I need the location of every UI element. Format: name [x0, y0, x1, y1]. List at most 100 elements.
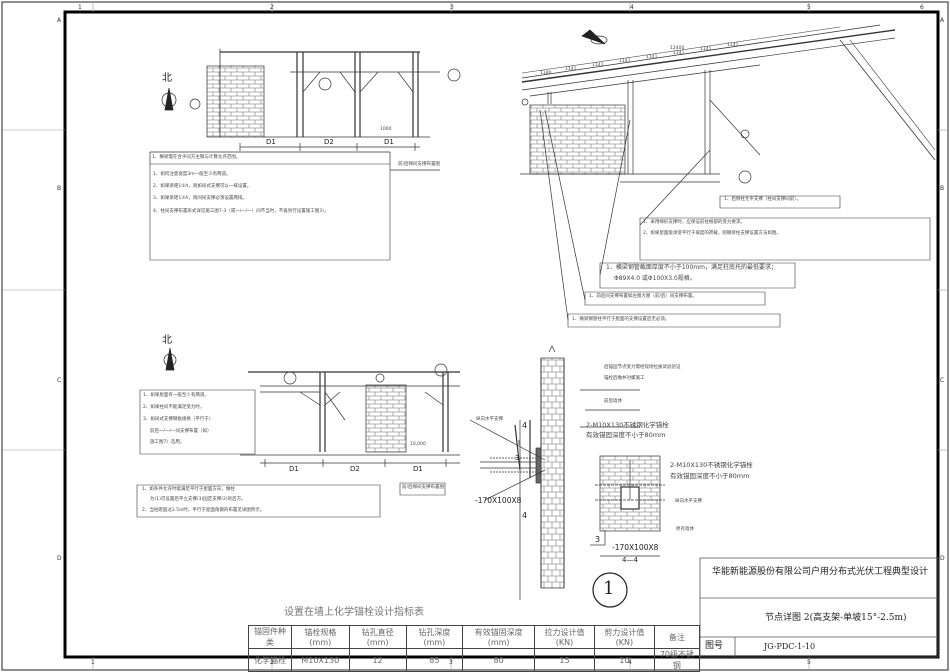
dim-row: 1141: [727, 43, 739, 48]
drawing-no-label: 图号: [705, 641, 724, 651]
dim-d2: D2: [324, 138, 334, 146]
table-cell: 12: [348, 648, 407, 672]
note-c: 为(1)可设置后平立支撑(3)固定支撑(2)的后方。: [150, 497, 246, 502]
note-c: 3、如间式支撑钢板规格（平行于）: [143, 417, 214, 422]
row-label: A: [940, 17, 945, 24]
marker-4: 4: [522, 421, 528, 430]
note-c: 1、如果屋面有一般至少有两道。: [143, 393, 209, 398]
company-title: 华能新能源股份有限公司户用分布式光伏工程典型设计: [712, 567, 929, 577]
dim-row: 1141: [619, 59, 631, 64]
table-cell: 15: [534, 648, 595, 672]
brace-label: 纵向水平支撑: [476, 417, 503, 422]
note-a: 4、柱间支撑布置形式详见施工图7-3（或一/一/一）间不当时，不再另行设置施工图…: [153, 209, 329, 214]
dim-d2: D2: [350, 465, 360, 473]
note-b: 1、前后间支撑布置如左图大图（前/后）间支撑布置。: [589, 294, 697, 299]
detail-tag-circle: [592, 572, 628, 608]
bolt-spec-2: 2-M10X130不锈钢化学锚栓: [670, 461, 753, 469]
dim-mid: 10,000: [410, 442, 426, 447]
table-header: 有效锚固深度(mm): [462, 625, 535, 649]
bolt-spec: 2-M10X130不锈钢化学锚栓: [586, 421, 669, 429]
table-header: 剪力设计值(KN): [593, 625, 655, 649]
dim-d1: D1: [289, 465, 299, 473]
dim-row: 1141: [700, 47, 712, 52]
dim-d1: D1: [413, 465, 423, 473]
dim-row: 1180: [540, 71, 552, 76]
sub-caption-c: 前/后梯间支撑布置图: [402, 485, 445, 490]
note-c: 2、当柱距超过2.5m时，平行于屋面角钢的布置见详图所示。: [142, 508, 265, 513]
col-label: 1: [91, 659, 95, 666]
note-a: 1、横梁需在合乎间方主钢与计算允许范围。: [152, 155, 241, 160]
note-d: 后锚固节点受力需经现场拉拔试验验证: [604, 365, 681, 370]
compass-a: [161, 87, 177, 111]
row-label: C: [940, 377, 945, 384]
row-label: B: [940, 185, 945, 192]
plate-spec-2: -170X100X8: [612, 543, 659, 552]
north-label: 北: [162, 73, 172, 84]
table-cell: 10: [593, 648, 655, 672]
detail-a-elevation: [149, 49, 461, 261]
table-header: 备注: [653, 625, 701, 649]
note-b: 1、采用梯形支撑时，应保证前柱根部的受力要求。: [643, 220, 745, 225]
sub-caption-a: 前/后梯间支撑布置图: [398, 162, 441, 167]
detail-tag-number: 1: [603, 578, 615, 599]
bolt-table: 锚固件种类 锚栓规格(mm) 钻孔直径(mm) 钻孔深度(mm) 有效锚固深度(…: [248, 625, 701, 672]
col-label: 4: [630, 4, 634, 11]
drawing-no-value: JG-PDC-1-10: [764, 642, 816, 651]
row-label: D: [940, 555, 945, 562]
note-b: 1、横梁钢管截面厚度不小于100mm，满足柱底托的最低要求；: [606, 264, 777, 271]
note-b: Φ89X4.0 或Φ100X3.0规格。: [614, 275, 696, 282]
bolt-note-2: 有效锚固深度不小于80mm: [670, 472, 750, 480]
brace-label-2: 纵向水平支撑: [675, 499, 702, 504]
row-label: C: [57, 377, 62, 384]
number-3: 3: [595, 535, 601, 544]
table-header: 钻孔直径(mm): [348, 625, 407, 649]
dim-d1: D1: [266, 138, 276, 146]
col-label: 1: [78, 4, 82, 11]
table-header: 钻孔深度(mm): [405, 625, 464, 649]
dim-d1: D1: [384, 138, 394, 146]
detail-b-elevation: [520, 24, 936, 328]
note-a: 1、如何注意宽度3m一般至少有两道。: [153, 172, 231, 177]
table-row: 化学锚栓 M10X130 12 85 80 15 10 70级不锈钢: [248, 648, 701, 672]
row-label: A: [57, 17, 62, 24]
row-label: B: [57, 185, 62, 192]
table-header: 锚固件种类: [248, 625, 292, 649]
plate-spec: -170X100X8: [475, 496, 522, 505]
north-label: 北: [162, 335, 172, 346]
detail-d-wall-section: [469, 345, 665, 600]
dim-row: 1141: [592, 63, 604, 68]
col-label: 6: [920, 4, 924, 11]
dim-row: 1141: [646, 55, 658, 60]
compass-c: [163, 347, 177, 371]
callout-wall: 前后墙体: [604, 399, 622, 404]
number-3: 3: [515, 454, 520, 462]
note-c: 前后一/一/一间支撑布置（如）: [150, 429, 212, 434]
table-row: 锚固件种类 锚栓规格(mm) 钻孔直径(mm) 钻孔深度(mm) 有效锚固深度(…: [248, 625, 701, 649]
table-cell: 70级不锈钢: [653, 648, 701, 672]
wall-label: 原有墙体: [676, 527, 694, 532]
table-cell: M10X130: [290, 648, 350, 672]
col-label: 5: [807, 4, 811, 11]
note-c: 施工图7）选用。: [150, 440, 185, 445]
col-label: 5: [807, 659, 811, 666]
bolt-note: 有效锚固深度不小于80mm: [586, 431, 666, 439]
table-header: 锚栓规格(mm): [290, 625, 350, 649]
bolt-table-title: 设置在墙上化学锚栓设计指标表: [284, 607, 424, 618]
dim-row: 1141: [565, 67, 577, 72]
compass-b: [581, 29, 608, 45]
detail-c-elevation: [136, 363, 460, 518]
dim-plan: 1000: [380, 127, 392, 132]
note-b: 1、后侧柱无平支撑（柱间支撑同前）。: [724, 197, 802, 202]
dim-top: 12400: [670, 46, 685, 51]
note-a: 3、如果梁距1③A，则间间支撑必须设置两排。: [153, 196, 247, 201]
title-block: [699, 557, 939, 658]
dim-row: 1141: [673, 51, 685, 56]
note-b: 2、如果屋面能承受平行于坡度的荷载，则钢梁柱支撑设置方法如图。: [643, 231, 781, 236]
col-label: 2: [270, 4, 274, 11]
section-label: 4—4: [622, 556, 638, 564]
row-label: D: [57, 555, 62, 562]
table-cell: 化学锚栓: [248, 648, 292, 672]
drawing-name: 节点详图 2(高支架-单坡15°-2.5m): [765, 613, 907, 623]
